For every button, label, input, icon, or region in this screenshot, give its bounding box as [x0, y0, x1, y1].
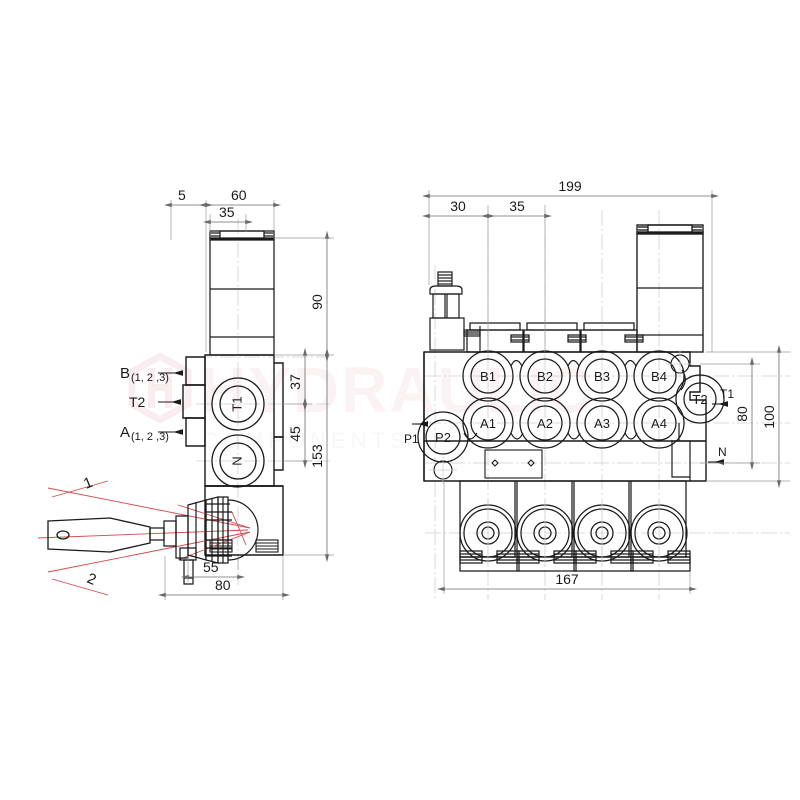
dim-body-width: 167: [555, 571, 579, 587]
lever-swing-axes: [37, 487, 251, 573]
lever-callout-leaders: [51, 480, 109, 596]
dim-section-pitch: 35: [509, 198, 525, 214]
port-b3-label: B3: [594, 369, 610, 384]
port-b-label: B: [120, 365, 130, 382]
port-a3-label: A3: [594, 416, 610, 431]
circle-t1-label: T1: [229, 396, 244, 411]
side-solenoid-stack: [209, 230, 275, 356]
port-p2-label: P2: [435, 430, 451, 445]
dim-top-width: 60: [231, 187, 247, 203]
side-dim-bottom-group: 55 80: [157, 559, 291, 598]
side-elevation-view: T1 N: [37, 187, 334, 600]
port-a4-label: A4: [651, 416, 667, 431]
port-a2-label: A2: [537, 416, 553, 431]
dim-height-port-b: 37: [287, 374, 303, 390]
dim-top-offset: 5: [178, 187, 186, 203]
dim-height-port-a: 45: [287, 426, 303, 442]
lever-bellows-boot: [187, 496, 259, 564]
port-t2-top-label: T2: [692, 392, 707, 407]
side-dim-vertical-group: 90 37 45 153: [287, 230, 330, 563]
top-spool-caps: [466, 322, 644, 353]
dim-overall-width: 199: [558, 178, 582, 194]
top-ports-b: [462, 350, 685, 402]
top-arrow-callouts: P1 T1 N: [404, 387, 734, 465]
top-nameplate: [484, 449, 543, 479]
port-b4-label: B4: [651, 369, 667, 384]
dim-first-section: 30: [450, 198, 466, 214]
port-n-callout-label: N: [718, 445, 727, 459]
port-a-sublabel: (1, 2 ,3): [131, 431, 169, 443]
dim-base-width: 80: [215, 577, 231, 593]
top-port-t2: [675, 374, 725, 424]
top-plan-view: B1 B2 B3 B4 A1 A2 A3 A4 P2 T2: [404, 178, 790, 600]
top-solenoid: [636, 224, 704, 353]
side-mounting-feet: [209, 539, 279, 553]
svg-text:COMPONENTS: COMPONENTS: [202, 428, 410, 453]
port-b2-label: B2: [537, 369, 553, 384]
top-inlet-fitting: [429, 271, 481, 352]
dim-height-upper: 90: [309, 294, 325, 310]
top-knob-row: [459, 480, 691, 572]
lever-position-2-label: 2: [85, 570, 99, 589]
dim-height-inner: 80: [734, 406, 750, 422]
top-dim-group: 199 30 35 80 100 167: [421, 178, 782, 592]
watermark: HYDRAULIC COMPONENTS: [128, 351, 595, 453]
top-bolt-crosshairs: [429, 350, 694, 484]
port-b1-label: B1: [480, 369, 496, 384]
side-dim-top-group: 5 60 35: [163, 187, 282, 225]
svg-text:HYDRAULIC: HYDRAULIC: [200, 354, 595, 426]
port-t2-label: T2: [129, 394, 146, 410]
top-right-step: [671, 423, 706, 481]
side-port-callouts: B (1, 2 ,3) T2 A (1, 2 ,3): [120, 365, 184, 443]
side-port-circles: [211, 377, 265, 488]
dim-height-total-top: 100: [761, 405, 777, 429]
top-knob-crosshairs: [487, 500, 660, 566]
lever-handle: [47, 517, 151, 553]
dim-lever-offset: 55: [203, 559, 219, 575]
joystick-lever-assembly: [37, 487, 259, 585]
port-t1-callout-label: T1: [720, 387, 734, 401]
circle-n-label: N: [229, 456, 244, 465]
dim-height-total: 153: [309, 444, 325, 468]
lever-position-1-label: 1: [81, 474, 95, 493]
top-port-scallops: [463, 359, 686, 440]
top-extension-lines: [428, 190, 790, 594]
dim-top-inner-width: 35: [219, 204, 235, 220]
port-p1-callout-label: P1: [404, 432, 419, 446]
port-a1-label: A1: [480, 416, 496, 431]
port-b-sublabel: (1, 2 ,3): [131, 372, 169, 384]
port-a-label: A: [120, 424, 130, 441]
